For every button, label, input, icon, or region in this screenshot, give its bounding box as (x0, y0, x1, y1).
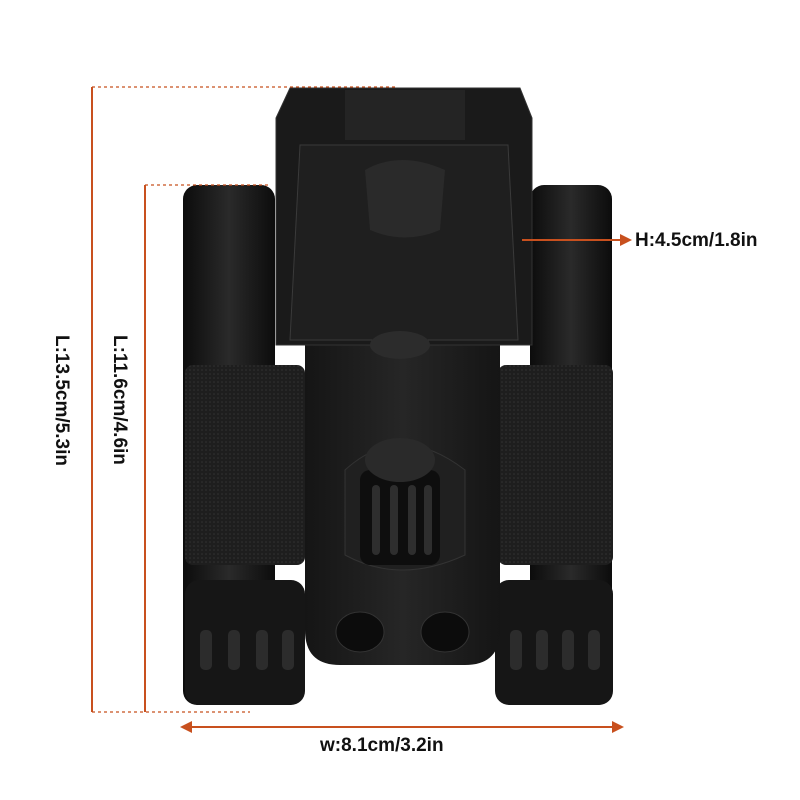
total-length-label: L:13.5cm/5.3in (51, 335, 72, 466)
height-label: H:4.5cm/1.8in (635, 230, 758, 251)
right-tube (495, 185, 613, 705)
screen-housing (275, 87, 533, 359)
body-length-label: L:11.6cm/4.6in (109, 335, 130, 465)
arrow-heads (180, 234, 632, 733)
center-body (305, 340, 500, 665)
width-label: w:8.1cm/3.2in (320, 735, 444, 756)
dimension-lines (91, 86, 622, 728)
left-tube (183, 185, 305, 705)
left-button (335, 611, 385, 653)
right-button (420, 611, 470, 653)
